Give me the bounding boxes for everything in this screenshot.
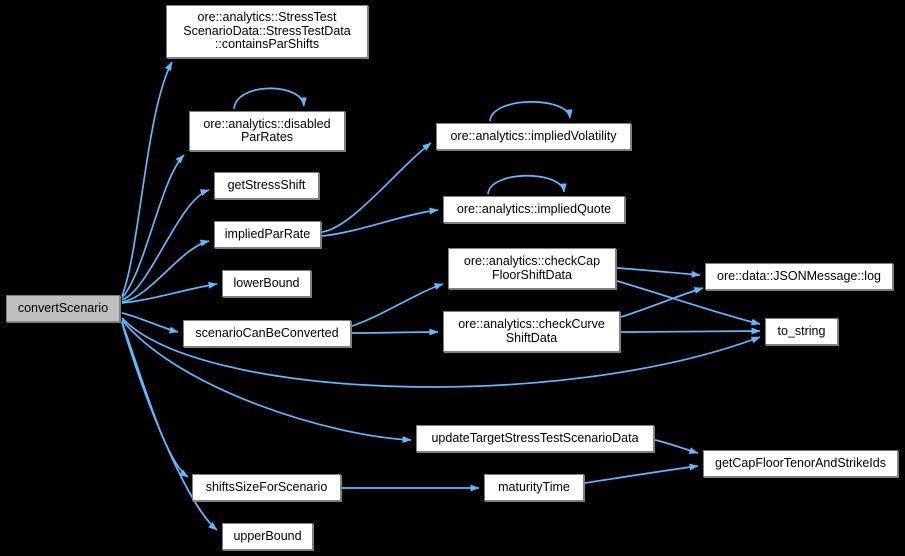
edge-convertScenario-to-lowerBound — [121, 281, 218, 304]
edge-checkCurveShiftData-to-JSONMessageLog — [620, 287, 704, 318]
node-disabledParRates[interactable]: ore::analytics::disabled ParRates — [189, 111, 345, 151]
node-to_string[interactable]: to_string — [765, 318, 838, 345]
node-impliedQuote[interactable]: ore::analytics::impliedQuote — [443, 196, 625, 223]
node-updateTargetStressTestScenarioData[interactable]: updateTargetStressTestScenarioData — [416, 425, 654, 452]
edge-impliedParRate-to-impliedQuote — [321, 207, 439, 237]
node-upperBound[interactable]: upperBound — [222, 523, 313, 550]
node-checkCurveShiftData[interactable]: ore::analytics::checkCurve ShiftData — [443, 311, 620, 352]
node-checkCapFloorShiftData[interactable]: ore::analytics::checkCap FloorShiftData — [448, 248, 616, 289]
edge-impliedParRate-to-impliedVolatility — [321, 142, 432, 233]
node-getCapFloorTenorAndStrikeIds[interactable]: getCapFloorTenorAndStrikeIds — [703, 450, 898, 477]
node-impliedVolatility[interactable]: ore::analytics::impliedVolatility — [436, 123, 631, 150]
node-JSONMessageLog[interactable]: ore::data::JSONMessage::log — [705, 263, 893, 290]
edge-checkCurveShiftData-to-to_string — [620, 327, 761, 335]
edge-scenarioCanBeConverted-to-checkCapFloorShiftData — [351, 283, 444, 327]
edge-impliedQuote-to-impliedQuote — [487, 174, 567, 195]
edge-convertScenario-to-containsParShifts — [121, 61, 173, 297]
edge-convertScenario-to-shiftsSizeForScenario — [121, 321, 189, 478]
edge-disabledParRates-to-disabledParRates — [233, 87, 307, 110]
node-lowerBound[interactable]: lowerBound — [222, 270, 311, 297]
edge-updateTargetStressTestScenarioData-to-getCapFloorTenorAndStrikeIds — [654, 439, 699, 455]
edge-convertScenario-to-scenarioCanBeConverted — [121, 312, 179, 334]
node-impliedParRate[interactable]: impliedParRate — [214, 221, 321, 248]
edge-convertScenario-to-impliedParRate — [121, 239, 210, 303]
edge-checkCapFloorShiftData-to-JSONMessageLog — [616, 267, 701, 278]
edge-convertScenario-to-getStressShift — [121, 189, 210, 301]
edge-scenarioCanBeConverted-to-checkCurveShiftData — [351, 328, 439, 336]
edge-maturityTime-to-getCapFloorTenorAndStrikeIds — [584, 463, 699, 484]
node-getStressShift[interactable]: getStressShift — [214, 172, 319, 199]
node-maturityTime[interactable]: maturityTime — [484, 474, 584, 501]
node-scenarioCanBeConverted[interactable]: scenarioCanBeConverted — [183, 320, 351, 347]
node-shiftsSizeForScenario[interactable]: shiftsSizeForScenario — [192, 474, 341, 501]
edge-impliedVolatility-to-impliedVolatility — [489, 101, 573, 122]
node-containsParShifts[interactable]: ore::analytics::StressTest ScenarioData:… — [166, 5, 368, 58]
node-convertScenario[interactable]: convertScenario — [6, 295, 120, 322]
edge-convertScenario-to-disabledParRates — [121, 154, 185, 299]
